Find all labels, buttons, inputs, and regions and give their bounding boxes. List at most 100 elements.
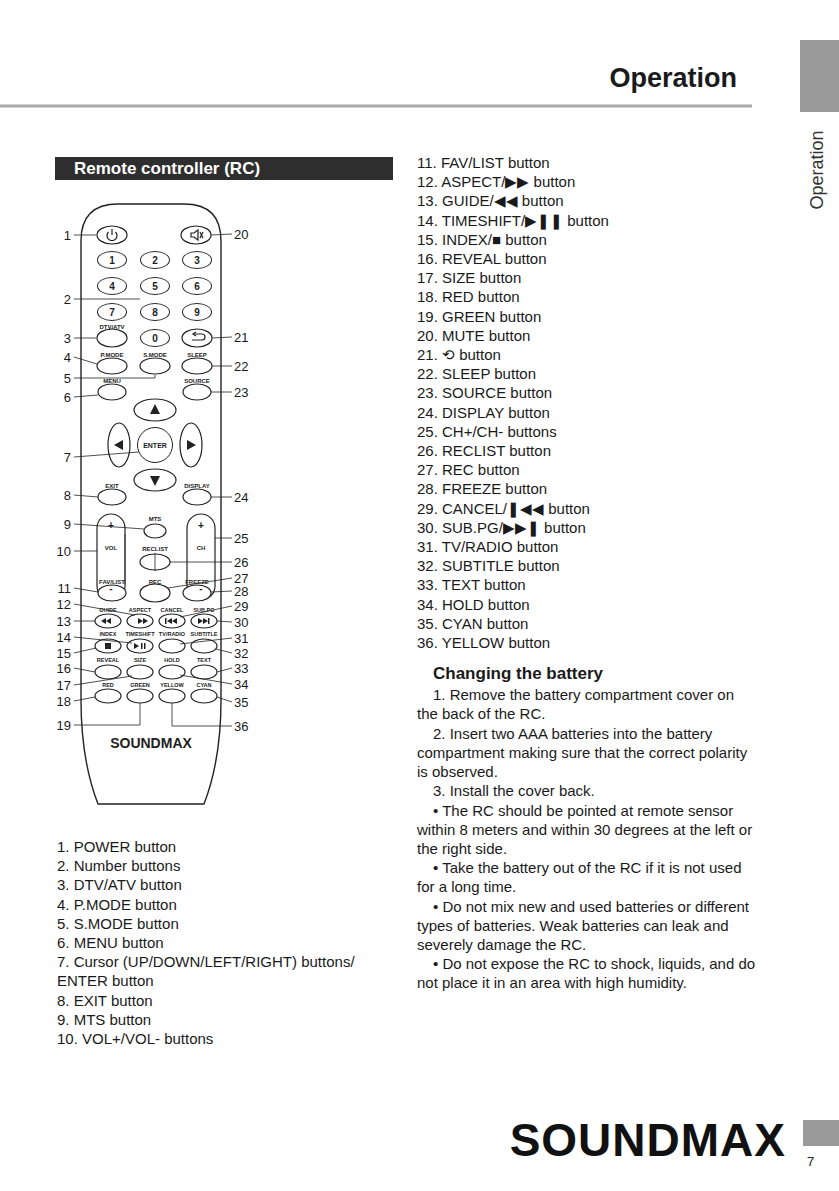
button-label: VOL — [105, 545, 117, 551]
button-label: FAV/LIST — [99, 579, 125, 585]
button-label: HOLD — [164, 658, 180, 664]
paragraph: • Do not mix new and used batteries or d… — [417, 897, 757, 955]
button-label: REC — [149, 579, 162, 585]
list-item: 25. CH+/CH- buttons — [417, 422, 757, 441]
list-item: 30. SUB.PG/▶▶❚ button — [417, 518, 757, 537]
callout-number: 21 — [234, 330, 248, 345]
callout-number: 1 — [64, 228, 71, 243]
button-label: FREEZE — [185, 579, 209, 585]
button-label: CH — [197, 545, 206, 551]
button-text: 5 — [152, 281, 158, 292]
number-button: 6 — [182, 277, 212, 295]
list-item: 8. EXIT button — [57, 991, 382, 1010]
callout-number: 19 — [57, 718, 71, 733]
list-item: 33. TEXT button — [417, 575, 757, 594]
list-item: 11. FAV/LIST button — [417, 153, 757, 172]
number-button: 2 — [140, 251, 170, 269]
list-item: 12. ASPECT/▶▶ button — [417, 172, 757, 191]
side-tab-label: Operation — [807, 130, 828, 209]
paragraph: 1. Remove the battery compartment cover … — [417, 685, 757, 723]
callout-number: 35 — [234, 695, 248, 710]
list-item: 10. VOL+/VOL- buttons — [57, 1029, 382, 1048]
list-item: 32. SUBTITLE button — [417, 556, 757, 575]
callout-number: 7 — [64, 450, 71, 465]
paragraph: 3. Install the cover back. — [417, 781, 757, 800]
list-item: 24. DISPLAY button — [417, 403, 757, 422]
callout-number: 30 — [234, 615, 248, 630]
list-item: 23. SOURCE button — [417, 383, 757, 402]
remote-buttons — [95, 226, 217, 703]
paragraph: 2. Insert two AAA batteries into the bat… — [417, 724, 757, 782]
callout-number: 9 — [64, 517, 71, 532]
callout-number: 23 — [234, 385, 248, 400]
list-item: 29. CANCEL/❚◀◀ button — [417, 499, 757, 518]
button-label: GUIDE — [99, 608, 116, 614]
header-rule — [0, 105, 752, 108]
button-text: 2 — [152, 255, 158, 266]
callout-number: 26 — [234, 555, 248, 570]
list-item: 16. REVEAL button — [417, 249, 757, 268]
button-label: MTS — [149, 516, 162, 522]
list-item: 17. SIZE button — [417, 268, 757, 287]
list-item: 6. MENU button — [57, 933, 382, 952]
button-label: MENU — [103, 378, 121, 384]
number-button: 3 — [182, 251, 212, 269]
list-item: 21. ⟲ button — [417, 345, 757, 364]
button-text: 6 — [194, 281, 200, 292]
button-label: SUBTITLE — [191, 632, 218, 638]
button-list: 11. FAV/LIST button12. ASPECT/▶▶ button1… — [417, 153, 757, 993]
button-text: 9 — [194, 307, 200, 318]
section-heading: Changing the battery — [417, 663, 757, 685]
button-label: ASPECT — [129, 608, 151, 614]
list-item: 3. DTV/ATV button — [57, 875, 382, 894]
callout-number: 24 — [234, 490, 248, 505]
list-item: 34. HOLD button — [417, 595, 757, 614]
list-item: 15. INDEX/■ button — [417, 230, 757, 249]
number-button: 8 — [140, 303, 170, 321]
button-text: 0 — [152, 333, 158, 344]
number-button: 4 — [97, 277, 127, 295]
button-label: CANCEL — [161, 608, 184, 614]
callout-number: 22 — [234, 359, 248, 374]
number-button: 5 — [140, 277, 170, 295]
callout-number: 3 — [64, 331, 71, 346]
remote-body: SOUNDMAX1234567890ENTER — [80, 203, 222, 805]
list-item: 13. GUIDE/◀◀ button — [417, 191, 757, 210]
callout-number: 14 — [57, 630, 71, 645]
button-label: TV/RADIO — [159, 632, 185, 638]
button-label: P.MODE — [101, 352, 124, 358]
list-item: 7. Cursor (UP/DOWN/LEFT/RIGHT) buttons/ … — [57, 952, 382, 990]
list-item: 22. SLEEP button — [417, 364, 757, 383]
paragraph: • The RC should be pointed at remote sen… — [417, 801, 757, 859]
button-text: 7 — [109, 307, 115, 318]
button-label: RECLIST — [142, 546, 168, 552]
side-tab — [800, 40, 839, 112]
button-label: DTV/ATV — [99, 324, 124, 330]
callout-number: 27 — [234, 571, 248, 586]
button-list: 1. POWER button2. Number buttons3. DTV/A… — [57, 837, 382, 1048]
list-item: 2. Number buttons — [57, 856, 382, 875]
callout-number: 34 — [234, 677, 248, 692]
callout-number: 28 — [234, 584, 248, 599]
button-label: SLEEP — [187, 352, 207, 358]
button-glyphs — [101, 404, 210, 649]
callout-number: 15 — [57, 646, 71, 661]
callout-number: 20 — [234, 227, 248, 242]
list-item: 9. MTS button — [57, 1010, 382, 1029]
callout-number: 4 — [64, 350, 71, 365]
list-item: 19. GREEN button — [417, 307, 757, 326]
button-text: 4 — [109, 281, 115, 292]
button-label: INDEX — [100, 632, 117, 638]
list-item: 18. RED button — [417, 287, 757, 306]
callout-number: 16 — [57, 661, 71, 676]
callout-number: 8 — [64, 488, 71, 503]
brand-mark: SOUNDMAX — [80, 735, 222, 751]
button-label: TIMESHIFT — [125, 632, 154, 638]
button-label: TEXT — [197, 658, 211, 664]
callout-number: 29 — [234, 599, 248, 614]
callout-number: 6 — [64, 390, 71, 405]
button-label: S.MODE — [143, 352, 167, 358]
leader-lines — [74, 234, 232, 726]
button-text: ENTER — [143, 442, 167, 449]
